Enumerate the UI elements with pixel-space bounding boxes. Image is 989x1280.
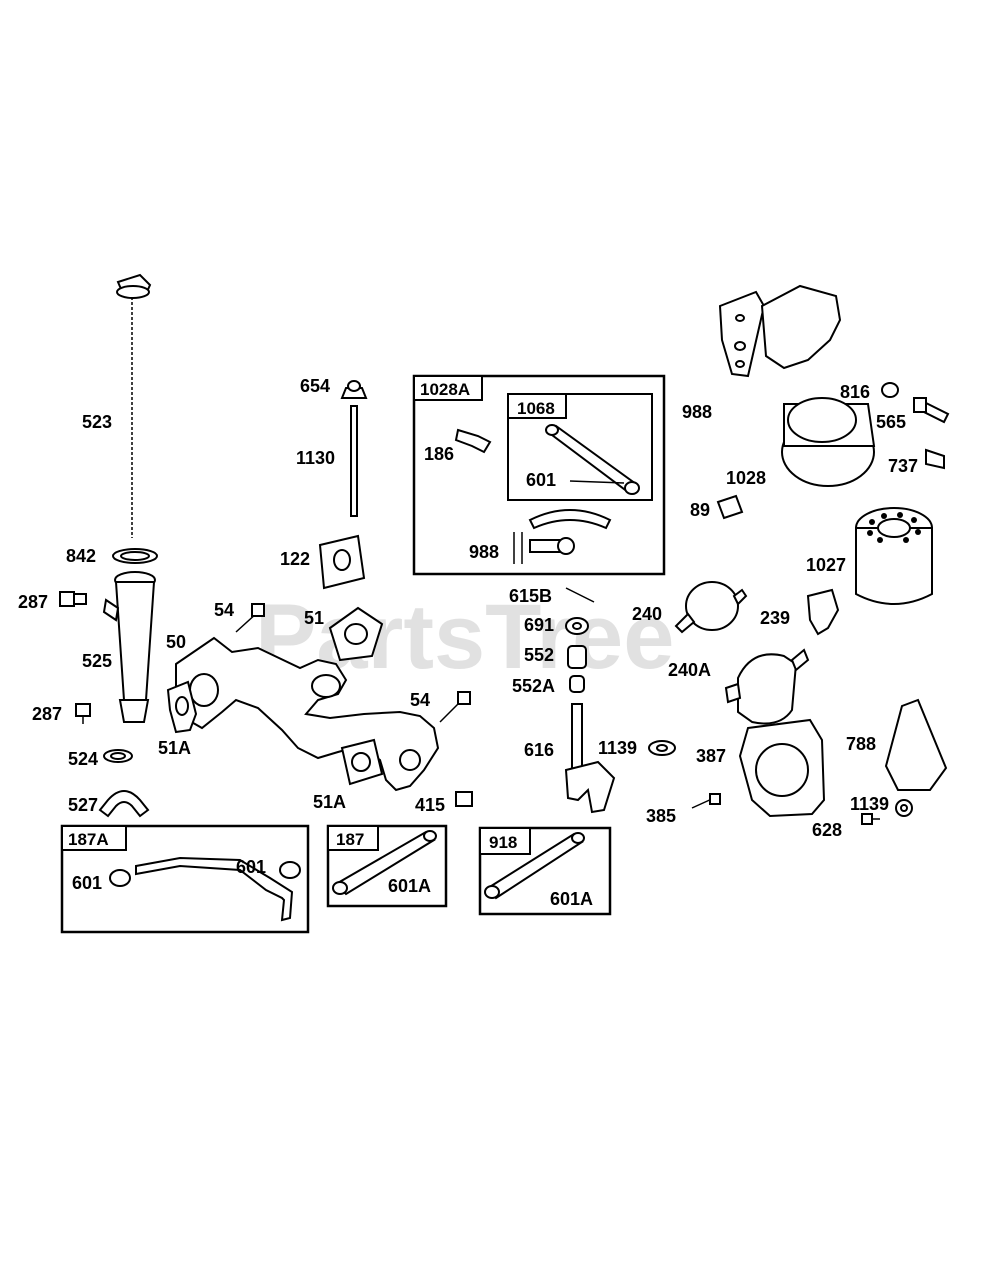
part-51a-gasket-right[interactable] <box>340 738 384 786</box>
callout-988-pickup: 988 <box>469 542 499 562</box>
callout-842: 842 <box>66 546 96 566</box>
callout-788: 788 <box>846 734 876 754</box>
callout-51a-right: 51A <box>313 792 346 812</box>
part-615b-pin[interactable] <box>565 587 595 603</box>
part-654-nut[interactable] <box>340 380 368 399</box>
part-788-bracket[interactable] <box>884 698 948 791</box>
part-1139-washer-center[interactable] <box>648 740 676 756</box>
part-988-gasket[interactable] <box>718 290 766 378</box>
callout-654: 654 <box>300 376 330 396</box>
callout-616: 616 <box>524 740 554 760</box>
box-918: 918 <box>478 826 612 916</box>
part-816-washer[interactable] <box>881 382 899 398</box>
callout-122: 122 <box>280 549 310 569</box>
part-628-screw[interactable] <box>861 813 880 825</box>
part-527-clamp[interactable] <box>98 790 150 818</box>
callout-51a-left: 51A <box>158 738 191 758</box>
callout-51: 51 <box>304 608 324 628</box>
box-1028a-title: 1028A <box>420 380 470 399</box>
callout-525: 525 <box>82 651 112 671</box>
part-524-washer[interactable] <box>103 749 133 763</box>
part-525-fill-tube[interactable] <box>102 571 156 723</box>
callout-691: 691 <box>524 615 554 635</box>
box-918-title: 918 <box>489 833 517 852</box>
box-187-title: 187 <box>336 830 364 849</box>
callout-54-lower: 54 <box>410 690 430 710</box>
box-918-label: 601A <box>550 889 593 909</box>
part-122-spacer[interactable] <box>318 534 366 590</box>
callout-240: 240 <box>632 604 662 624</box>
part-1130-stud[interactable] <box>350 405 358 517</box>
callout-1139-right: 1139 <box>850 794 889 814</box>
callout-565: 565 <box>876 412 906 432</box>
callout-240a: 240A <box>668 660 711 680</box>
part-552a-bushing[interactable] <box>569 675 585 693</box>
callout-628: 628 <box>812 820 842 840</box>
callout-601-1068: 601 <box>526 470 556 490</box>
callout-54-upper: 54 <box>214 600 234 620</box>
part-51-gasket[interactable] <box>328 606 384 662</box>
part-54-bolt-lower[interactable] <box>439 691 471 723</box>
callout-527: 527 <box>68 795 98 815</box>
box-187a-title: 187A <box>68 830 109 849</box>
callout-523: 523 <box>82 412 112 432</box>
box-187a-label-right: 601 <box>236 857 266 877</box>
part-287-screw-upper[interactable] <box>59 591 87 607</box>
callout-50: 50 <box>166 632 186 652</box>
part-240a-filter[interactable] <box>724 648 810 725</box>
callout-287-lower: 287 <box>32 704 62 724</box>
callout-552: 552 <box>524 645 554 665</box>
part-1028-filter-adapter[interactable] <box>760 284 876 487</box>
box-1028a: 1028A <box>412 374 666 576</box>
part-1139-washer-right[interactable] <box>895 799 913 817</box>
callout-1139-center: 1139 <box>598 738 637 758</box>
part-187-hose[interactable] <box>332 830 437 896</box>
callout-186: 186 <box>424 444 454 464</box>
callout-1027: 1027 <box>806 555 846 575</box>
callout-387: 387 <box>696 746 726 766</box>
part-565-bolt[interactable] <box>913 397 950 424</box>
box-1068-title: 1068 <box>517 399 555 418</box>
part-988-oil-pickup[interactable] <box>513 509 612 564</box>
callout-552a: 552A <box>512 676 555 696</box>
callout-1130: 1130 <box>296 448 335 468</box>
part-186-fitting[interactable] <box>454 428 492 454</box>
box-187-label: 601A <box>388 876 431 896</box>
callout-415: 415 <box>415 795 445 815</box>
part-239-sensor[interactable] <box>806 588 840 636</box>
part-415-plug[interactable] <box>455 791 473 807</box>
part-1027-oil-filter[interactable] <box>855 507 933 605</box>
part-918-hose[interactable] <box>484 832 585 900</box>
part-51a-gasket-left[interactable] <box>166 680 198 734</box>
part-737-plug[interactable] <box>925 448 945 470</box>
callout-1028: 1028 <box>726 468 766 488</box>
part-240-filter[interactable] <box>674 581 748 634</box>
part-691-seal[interactable] <box>565 617 589 635</box>
callout-816: 816 <box>840 382 870 402</box>
callout-737: 737 <box>888 456 918 476</box>
box-187a-label-left: 601 <box>72 873 102 893</box>
part-187a-hose[interactable] <box>109 856 301 922</box>
box-187a: 187A <box>60 824 310 934</box>
callout-385: 385 <box>646 806 676 826</box>
part-552-bushing[interactable] <box>567 645 587 669</box>
callout-89: 89 <box>690 500 710 520</box>
callout-524: 524 <box>68 749 98 769</box>
box-187: 187 <box>326 824 448 908</box>
part-523-dipstick[interactable] <box>116 273 152 538</box>
part-387-oil-cooler-housing[interactable] <box>738 718 826 818</box>
callout-287-upper: 287 <box>18 592 48 612</box>
part-54-bolt-upper[interactable] <box>235 603 265 633</box>
part-89-plug[interactable] <box>716 494 744 520</box>
callout-615b: 615B <box>509 586 552 606</box>
part-1068-hose[interactable] <box>545 424 640 495</box>
part-287-screw-lower[interactable] <box>75 703 91 724</box>
part-616-shaft[interactable] <box>564 703 616 814</box>
part-385-bolt[interactable] <box>691 793 721 809</box>
part-842-gasket[interactable] <box>112 548 158 564</box>
callout-988-gasket: 988 <box>682 402 712 422</box>
callout-239: 239 <box>760 608 790 628</box>
box-1068: 1068 <box>507 393 653 501</box>
